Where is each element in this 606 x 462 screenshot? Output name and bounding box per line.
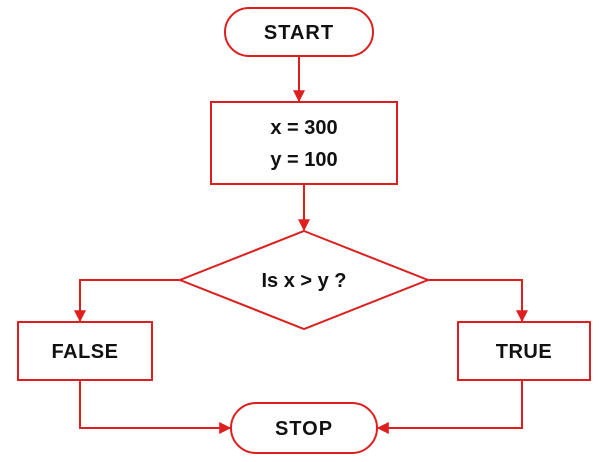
false-label: FALSE: [52, 341, 119, 363]
arrow-decision-to-false: [74, 279, 180, 323]
arrow-decision-to-true: [428, 279, 528, 323]
process-line-y: y = 100: [270, 149, 337, 171]
arrow-false-to-stop: [79, 380, 232, 434]
stop-label: STOP: [275, 418, 333, 440]
decision-label: Is x > y ?: [261, 270, 346, 292]
start-label: START: [264, 22, 334, 44]
decision-diamond: [177, 229, 431, 331]
process-line-x: x = 300: [270, 117, 337, 139]
arrow-true-to-stop: [376, 380, 523, 434]
true-label: TRUE: [496, 341, 552, 363]
process-box: [210, 101, 398, 185]
